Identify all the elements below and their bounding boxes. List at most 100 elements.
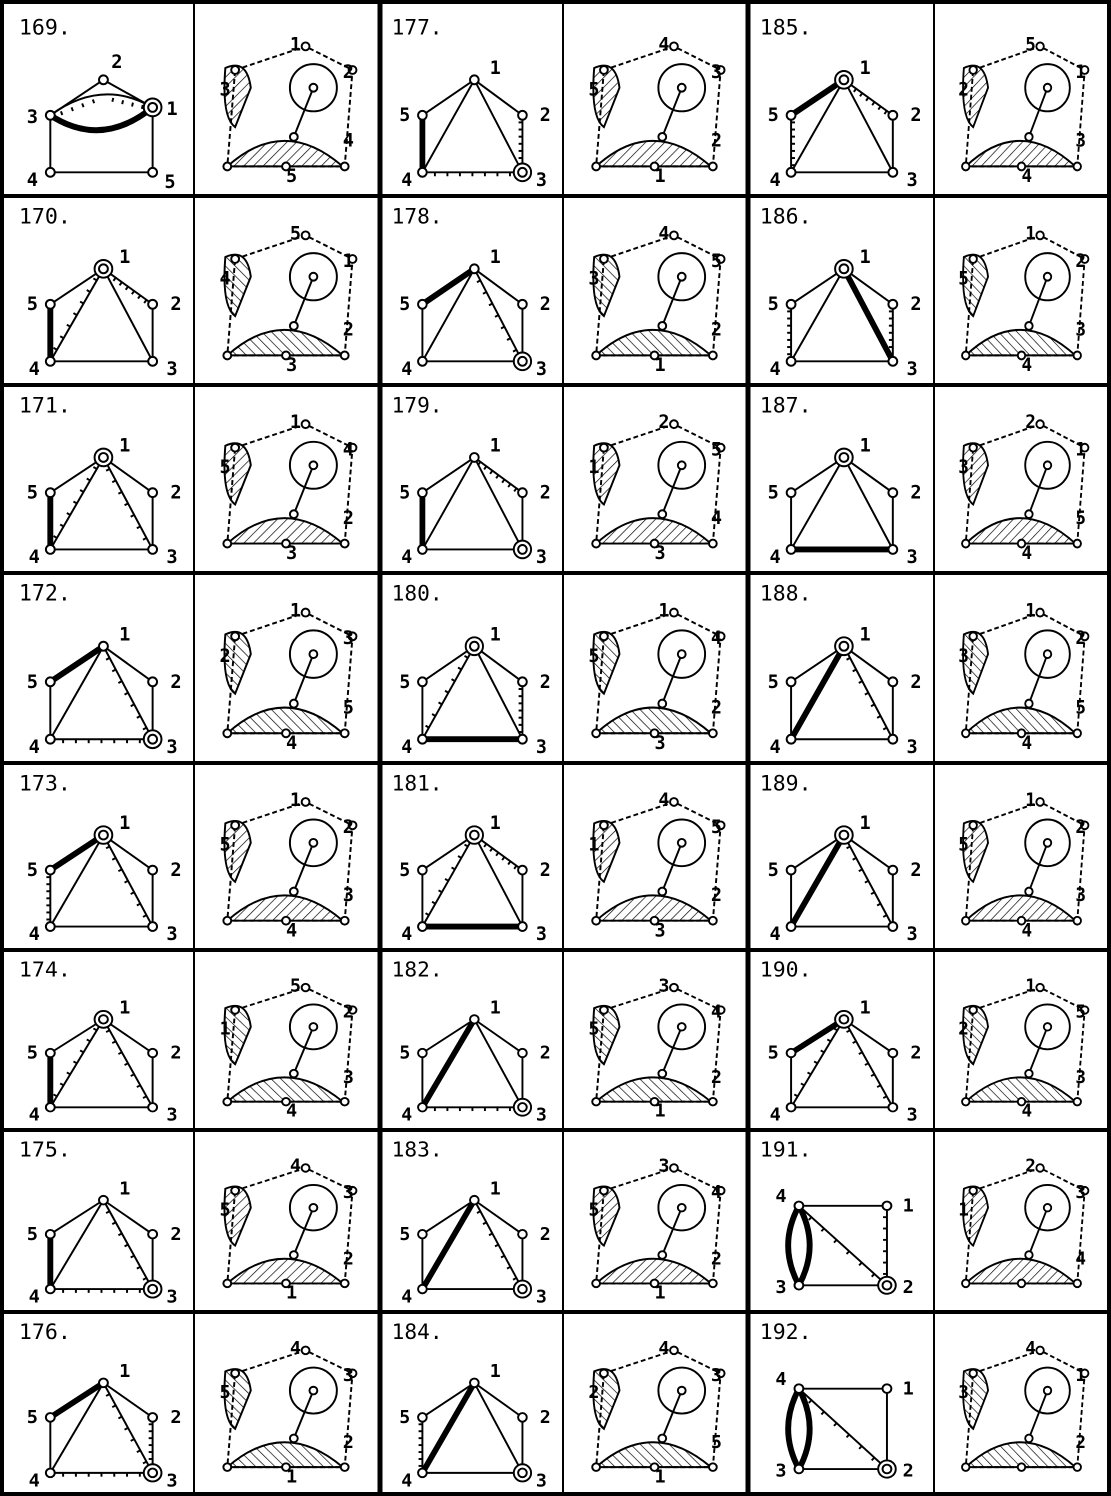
sketch-label: 4 — [1075, 1248, 1086, 1269]
sketch-vertex — [1025, 1251, 1032, 1259]
sketch-vertex — [309, 1204, 317, 1212]
vertex-label: 1 — [860, 436, 871, 457]
edge-tick — [866, 98, 868, 101]
edge-tick — [484, 844, 486, 847]
vertex-label: 3 — [536, 924, 547, 945]
edge-tick — [106, 1030, 109, 1032]
edge-tick — [106, 658, 109, 660]
vertex-label: 1 — [119, 1179, 130, 1200]
sketch-vertex — [709, 1098, 717, 1105]
edge-tick — [834, 1028, 837, 1030]
figure-graph-cell: 174.12345 — [19, 957, 182, 1125]
graph-edge — [474, 1019, 522, 1053]
edge-tick — [87, 290, 90, 292]
vertex-label: 4 — [770, 359, 781, 380]
graph-vertex — [46, 545, 55, 554]
figure-number: 170. — [19, 205, 71, 230]
figure-sketch-cell: 13254 — [219, 600, 356, 754]
vertex-label: 2 — [910, 483, 921, 504]
edge-tick — [508, 484, 510, 487]
sketch-label: 3 — [1075, 885, 1086, 906]
sketch-label: 2 — [1075, 1432, 1086, 1453]
edge-tick — [871, 704, 874, 706]
edge-tick — [853, 1041, 856, 1043]
graph-vertex — [148, 1230, 157, 1239]
edge-tick — [106, 1211, 109, 1213]
sketch-vertex — [309, 461, 317, 469]
graph-vertex — [840, 1015, 849, 1023]
edge-tick — [67, 1072, 70, 1074]
edge-tick — [496, 475, 498, 478]
edge-tick — [137, 1450, 140, 1452]
edge-tick — [143, 1462, 146, 1464]
vertex-label: 5 — [399, 482, 410, 503]
sketch-label: 1 — [1075, 1365, 1086, 1386]
graph-edge — [50, 835, 103, 926]
sketch-vertex — [592, 540, 600, 548]
sketch-vertex — [1025, 133, 1032, 141]
figure-sketch-cell: 43521 — [219, 1156, 356, 1303]
sketch-label: 3 — [711, 62, 722, 83]
sketch-vertex — [302, 231, 310, 239]
graph-vertex — [787, 1049, 796, 1057]
sketch-vertex — [341, 351, 349, 359]
sketch-label: 3 — [343, 885, 354, 906]
vertex-label: 3 — [166, 1287, 177, 1308]
edge-tick — [112, 1405, 115, 1407]
graph-vertex — [840, 264, 849, 273]
edge-tick — [809, 1400, 812, 1403]
edge-tick — [125, 881, 128, 883]
vertex-label: 1 — [860, 813, 871, 834]
sketch-label: 1 — [1025, 976, 1036, 996]
edge-tick — [859, 1446, 862, 1449]
edge-tick — [67, 513, 70, 515]
edge-tick — [60, 336, 63, 338]
graph-vertex — [470, 453, 479, 462]
graph-vertex — [148, 1285, 157, 1294]
edge-tick — [125, 693, 128, 695]
vertex-label: 4 — [401, 1105, 412, 1126]
edge-tick — [93, 278, 96, 280]
vertex-label: 5 — [768, 483, 779, 504]
sketch-label: 4 — [711, 508, 722, 529]
edge-tick — [118, 1233, 121, 1235]
sketch-vertex — [302, 798, 310, 806]
figure-number: 186. — [760, 205, 812, 230]
edge-tick — [131, 1074, 134, 1076]
sketch-edge — [662, 277, 681, 326]
graph-vertex — [795, 1384, 804, 1393]
graph-vertex — [470, 75, 479, 84]
edge-tick — [87, 1039, 90, 1041]
vertex-label: 3 — [536, 737, 547, 758]
sketch-vertex — [962, 351, 969, 359]
vertex-label: 2 — [540, 482, 551, 503]
sketch-label: 3 — [1075, 1068, 1086, 1088]
sketch-edge — [662, 88, 681, 137]
sketch-edge — [1029, 88, 1048, 137]
edge-tick — [827, 1039, 830, 1041]
edge-tick — [865, 1063, 868, 1065]
vertex-label: 3 — [536, 359, 547, 380]
graph-vertex — [148, 103, 157, 112]
graph-vertex — [518, 866, 527, 875]
graph-vertex — [518, 1469, 527, 1478]
sketch-vertex — [969, 1370, 976, 1378]
sketch-vertex — [1018, 1463, 1025, 1471]
graph-vertex — [46, 168, 55, 177]
sketch-edge — [1029, 277, 1048, 326]
vertex-label: 2 — [903, 1461, 914, 1482]
graph-edge — [422, 269, 474, 304]
sketch-label: 3 — [1075, 1182, 1086, 1203]
sketch-label: 4 — [343, 131, 354, 152]
graph-edge — [50, 1383, 103, 1473]
figure-graph-cell: 181.12345 — [392, 771, 551, 945]
sketch-vertex — [709, 1463, 717, 1471]
sketch-vertex — [592, 1098, 600, 1105]
figure-sketch-cell: 12534 — [958, 223, 1088, 376]
vertex-label: 5 — [399, 1224, 410, 1245]
graph-vertex — [470, 1196, 479, 1205]
sketch-label: 5 — [588, 79, 599, 100]
vertex-label: 3 — [536, 1286, 547, 1307]
vertex-label: 4 — [401, 737, 412, 758]
edge-tick — [877, 1085, 880, 1087]
